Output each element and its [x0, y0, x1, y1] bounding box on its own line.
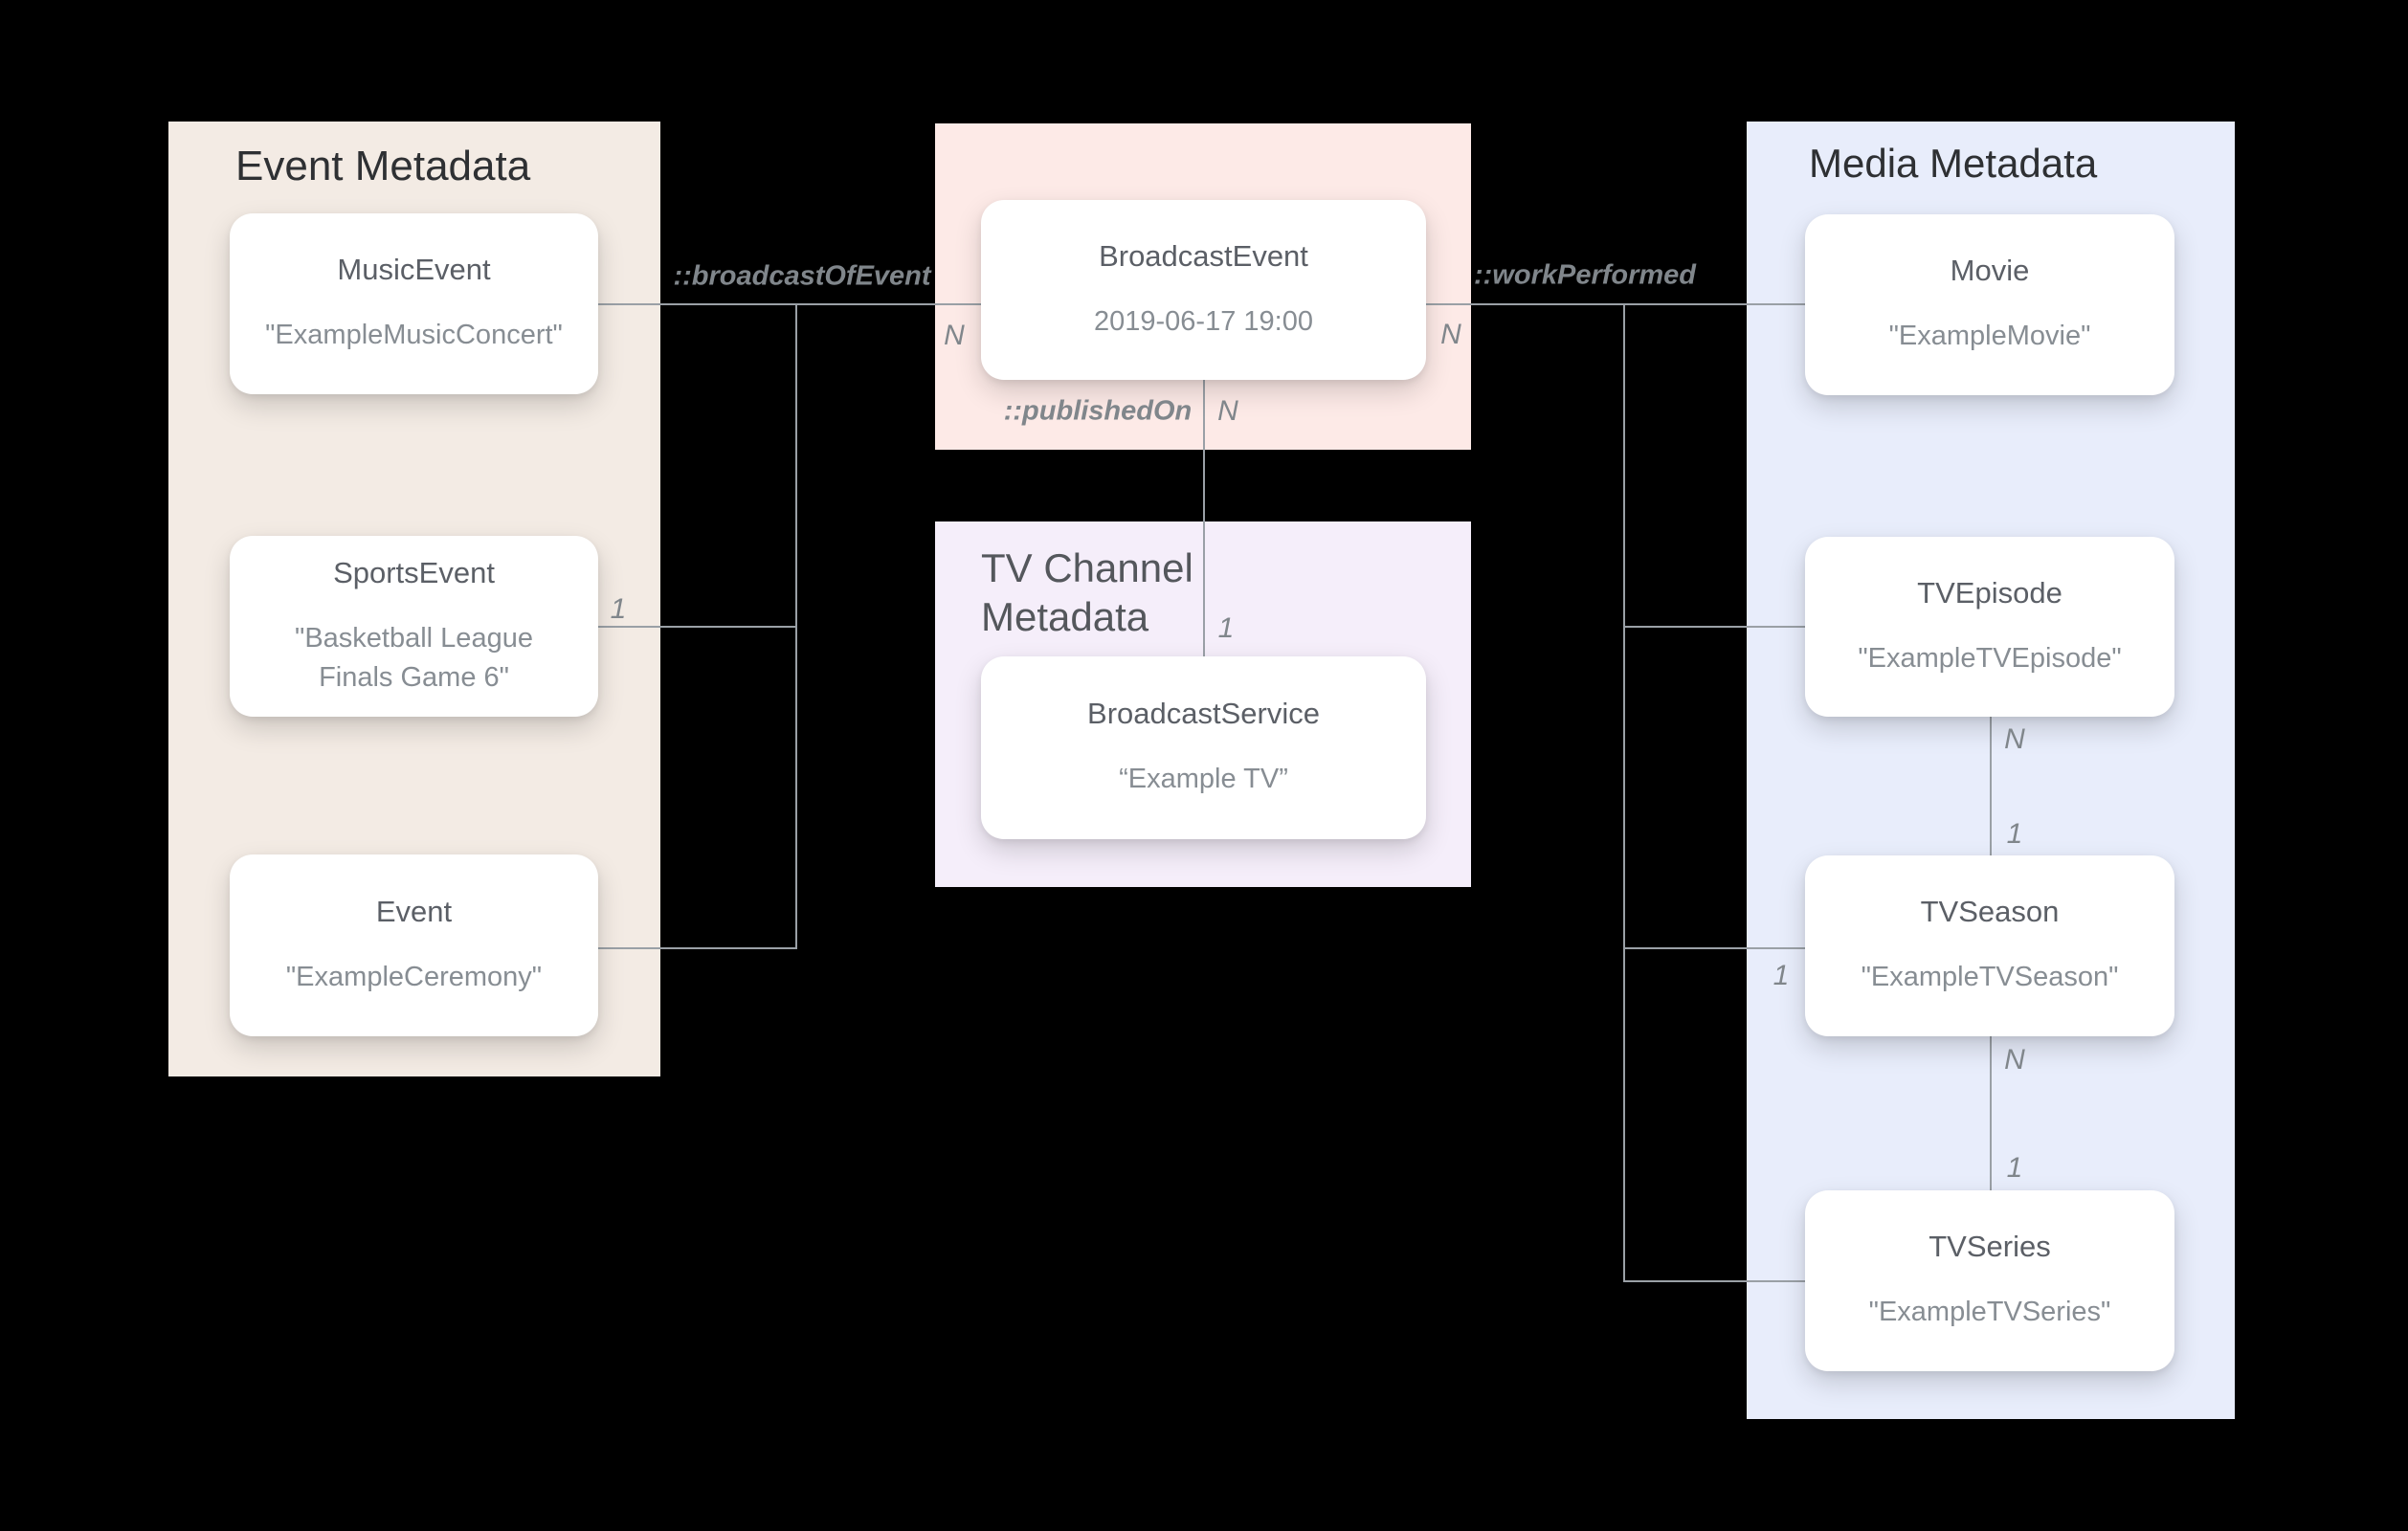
- sportsevent-node: SportsEvent "Basketball League Finals Ga…: [230, 536, 598, 717]
- cardinality-one-tvepisode-tvseason: 1: [2006, 818, 2023, 850]
- connector-tvseries-branch: [1624, 1280, 1806, 1282]
- event-node: Event "ExampleCeremony": [230, 854, 598, 1036]
- movie-node: Movie "ExampleMovie": [1805, 214, 2174, 395]
- connector-tvseason-branch: [1624, 947, 1806, 949]
- tvseason-value: "ExampleTVSeason": [1861, 962, 2119, 993]
- connector-publishedon: [1203, 380, 1205, 656]
- cardinality-one-sportsevent: 1: [610, 593, 627, 625]
- tvepisode-title: TVEpisode: [1917, 575, 2062, 610]
- tv-channel-metadata-title: TV Channel Metadata: [981, 545, 1193, 640]
- cardinality-one-tvseason-tvseries: 1: [2006, 1152, 2023, 1184]
- sportsevent-title: SportsEvent: [333, 556, 495, 590]
- broadcastservice-title: BroadcastService: [1087, 697, 1320, 731]
- connector-broadcastevent-movie: [1426, 303, 1805, 305]
- tvepisode-value: "ExampleTVEpisode": [1858, 642, 2122, 674]
- connector-musicevent-broadcastevent: [598, 303, 981, 305]
- connector-tvepisode-branch: [1624, 626, 1806, 628]
- event-value: "ExampleCeremony": [285, 961, 543, 992]
- broadcastevent-title: BroadcastEvent: [1099, 238, 1308, 273]
- connector-left-trunk: [795, 303, 797, 949]
- broadcastservice-value: “Example TV”: [1119, 764, 1288, 795]
- relation-label-workperformed: ::workPerformed: [1473, 259, 1697, 291]
- sportsevent-value: "Basketball League Finals Game 6": [295, 623, 533, 693]
- tvseason-title: TVSeason: [1920, 895, 2060, 929]
- broadcastservice-node: BroadcastService “Example TV”: [981, 656, 1426, 839]
- tvseries-value: "ExampleTVSeries": [1868, 1297, 2111, 1328]
- media-metadata-title: Media Metadata: [1809, 141, 2098, 186]
- event-metadata-title: Event Metadata: [235, 143, 531, 189]
- musicevent-value: "ExampleMusicConcert": [265, 320, 563, 351]
- tvseries-title: TVSeries: [1929, 1230, 2051, 1264]
- connector-right-trunk: [1623, 303, 1625, 1282]
- tvseries-node: TVSeries "ExampleTVSeries": [1805, 1190, 2174, 1371]
- cardinality-one-broadcastservice: 1: [1217, 612, 1235, 644]
- tvepisode-node: TVEpisode "ExampleTVEpisode": [1805, 537, 2174, 717]
- musicevent-title: MusicEvent: [337, 253, 491, 287]
- cardinality-n-tvseason-tvseries: N: [2004, 1044, 2025, 1076]
- tvseason-node: TVSeason "ExampleTVSeason": [1805, 855, 2174, 1036]
- cardinality-one-tvseason-left: 1: [1773, 960, 1790, 991]
- broadcastevent-node: BroadcastEvent 2019-06-17 19:00: [981, 200, 1426, 380]
- connector-event-branch: [597, 947, 796, 949]
- cardinality-n-tvepisode-tvseason: N: [2004, 723, 2025, 755]
- musicevent-node: MusicEvent "ExampleMusicConcert": [230, 213, 598, 394]
- connector-sportsevent-branch: [597, 626, 796, 628]
- relation-label-publishedon: ::publishedOn: [1003, 395, 1193, 427]
- cardinality-n-workperformed-right: N: [1440, 319, 1461, 350]
- connector-tvseason-tvseries: [1990, 1036, 1992, 1190]
- relation-label-broadcastofevent: ::broadcastOfEvent: [673, 260, 931, 292]
- cardinality-n-broadcastofevent-left: N: [944, 320, 965, 351]
- event-title: Event: [375, 894, 453, 928]
- broadcastevent-value: 2019-06-17 19:00: [1094, 305, 1313, 337]
- movie-value: "ExampleMovie": [1888, 321, 2091, 352]
- connector-tvepisode-tvseason: [1990, 717, 1992, 855]
- cardinality-n-publishedon: N: [1217, 395, 1238, 427]
- movie-title: Movie: [1950, 254, 2030, 288]
